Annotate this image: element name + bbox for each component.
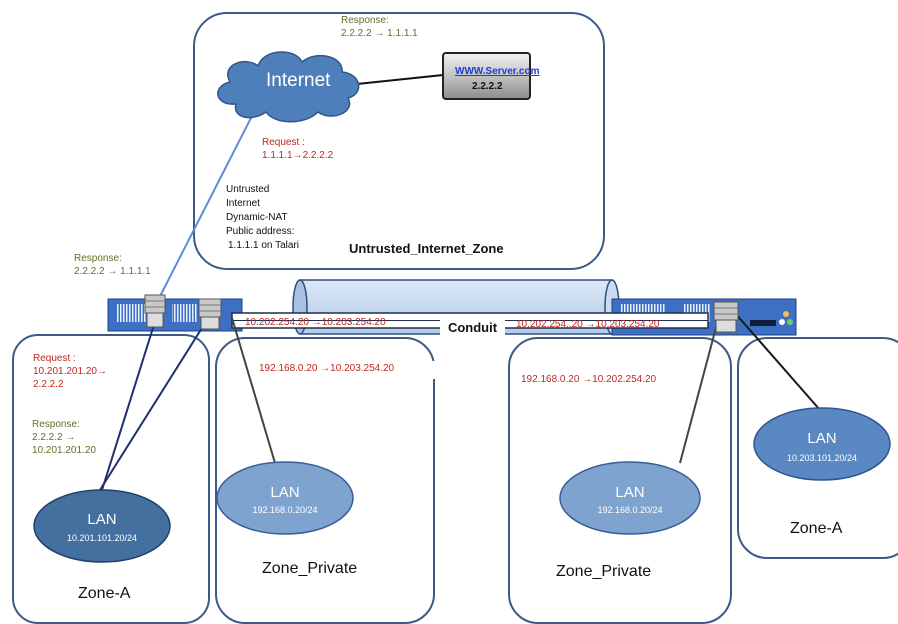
conduit-flow-left: 10.202.254.20 →10.203.254.20 (245, 317, 386, 328)
conduit-flow-right: 10.202.254..20 →10.203.254.20 (516, 319, 660, 330)
zone-a-left-link (101, 311, 159, 491)
server-icon (442, 52, 531, 100)
zone-a-right-link (734, 312, 821, 411)
lan-ellipse-zone-a-left (33, 489, 171, 563)
internet-server-link (356, 74, 444, 85)
zone-a-left-response: Response: 2.2.2.2 → 10.201.201.20 (32, 419, 96, 456)
zone-private-left-link (231, 317, 276, 464)
zone-a-left-link (99, 311, 213, 491)
lan-ellipse-zone-a-right (753, 407, 891, 481)
zone-private-right-flow: 192.168.0.20 →10.202.254.20 (516, 372, 697, 390)
internet-zone-name: Untrusted_Internet_Zone (349, 241, 504, 256)
server-url[interactable]: WWW.Server.com (455, 66, 540, 77)
appliance-icon (107, 298, 243, 332)
zone-private-right-link (679, 319, 719, 464)
lan-ellipse-zone-private-right (559, 461, 701, 535)
router-icon (198, 298, 222, 330)
lan-ellipse-zone-private-left (216, 461, 354, 535)
server-ip: 2.2.2.2 (472, 81, 503, 92)
lan-label: LAN (615, 484, 645, 501)
dynamic-nat-note: Untrusted Internet Dynamic-NAT Public ad… (226, 184, 299, 251)
lan-label: LAN (270, 484, 300, 501)
router-icon (144, 294, 166, 328)
zone-private-left-name: Zone_Private (262, 560, 358, 577)
cloud-label: Internet (266, 70, 331, 91)
lan-label: LAN (807, 430, 837, 447)
network-diagram: Response: 2.2.2.2 → 1.1.1.1 Internet WWW… (12, 12, 898, 624)
zone-private-right-name: Zone_Private (556, 563, 652, 580)
diagram-graphics (33, 51, 891, 563)
lan-subnet: 10.201.101.20/24 (66, 533, 138, 543)
lan-label: LAN (87, 511, 117, 528)
lan-subnet: 192.168.0.20/24 (252, 505, 318, 515)
internet-response-label: Response: 2.2.2.2 → 1.1.1.1 (341, 15, 418, 39)
cloud-icon (217, 51, 360, 123)
lan-subnet: 10.203.101.20/24 (786, 453, 858, 463)
zone-a-right-name: Zone-A (790, 520, 843, 537)
conduit-label: Conduit (440, 320, 505, 336)
outer-response-label: Response: 2.2.2.2 → 1.1.1.1 (74, 253, 151, 277)
internet-uplink-line (152, 115, 253, 311)
zone-private-left-flow: 192.168.0.20 →10.203.254.20 (254, 361, 443, 379)
router-icon (713, 301, 739, 333)
lan-subnet: 192.168.0.20/24 (597, 505, 663, 515)
zone-a-left-name: Zone-A (78, 585, 131, 602)
zone-a-left-request: Request : 10.201.201.20→ 2.2.2.2 (29, 349, 113, 398)
internet-request-label: Request : 1.1.1.1→2.2.2.2 (258, 132, 354, 172)
